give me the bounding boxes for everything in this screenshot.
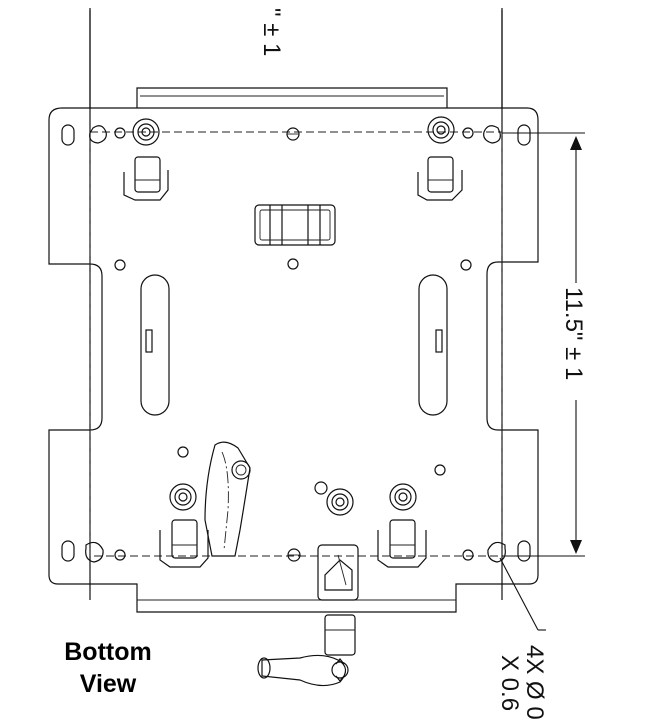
caption-line-1: Bottom (64, 638, 152, 666)
view-caption: Bottom View (48, 636, 168, 700)
caption-line-2: View (79, 670, 137, 698)
long-slots (140, 274, 448, 416)
mounting-bosses (132, 116, 455, 516)
height-dimension (502, 132, 585, 557)
cable-plug (257, 614, 356, 687)
hole-callout-line2: X 0.6 (496, 655, 523, 711)
rail-lines (89, 8, 503, 600)
hole-callout-line1: 4X Ø 0 (521, 645, 548, 719)
release-lever (204, 441, 251, 557)
center-latch (254, 204, 336, 246)
upper-clips (123, 156, 463, 201)
inner-boundary (89, 131, 503, 557)
top-tab (136, 87, 448, 108)
plate-outline (48, 107, 539, 613)
lower-clips (159, 519, 427, 568)
screws (286, 127, 301, 562)
hole-callout-leader (499, 557, 546, 631)
top-dimension-label: " ± 1 (258, 8, 285, 56)
corner-slots (61, 124, 531, 562)
height-dimension-label: 11.5" ± 1 (560, 287, 587, 380)
bottom-connector (317, 544, 359, 601)
small-holes (114, 258, 472, 495)
